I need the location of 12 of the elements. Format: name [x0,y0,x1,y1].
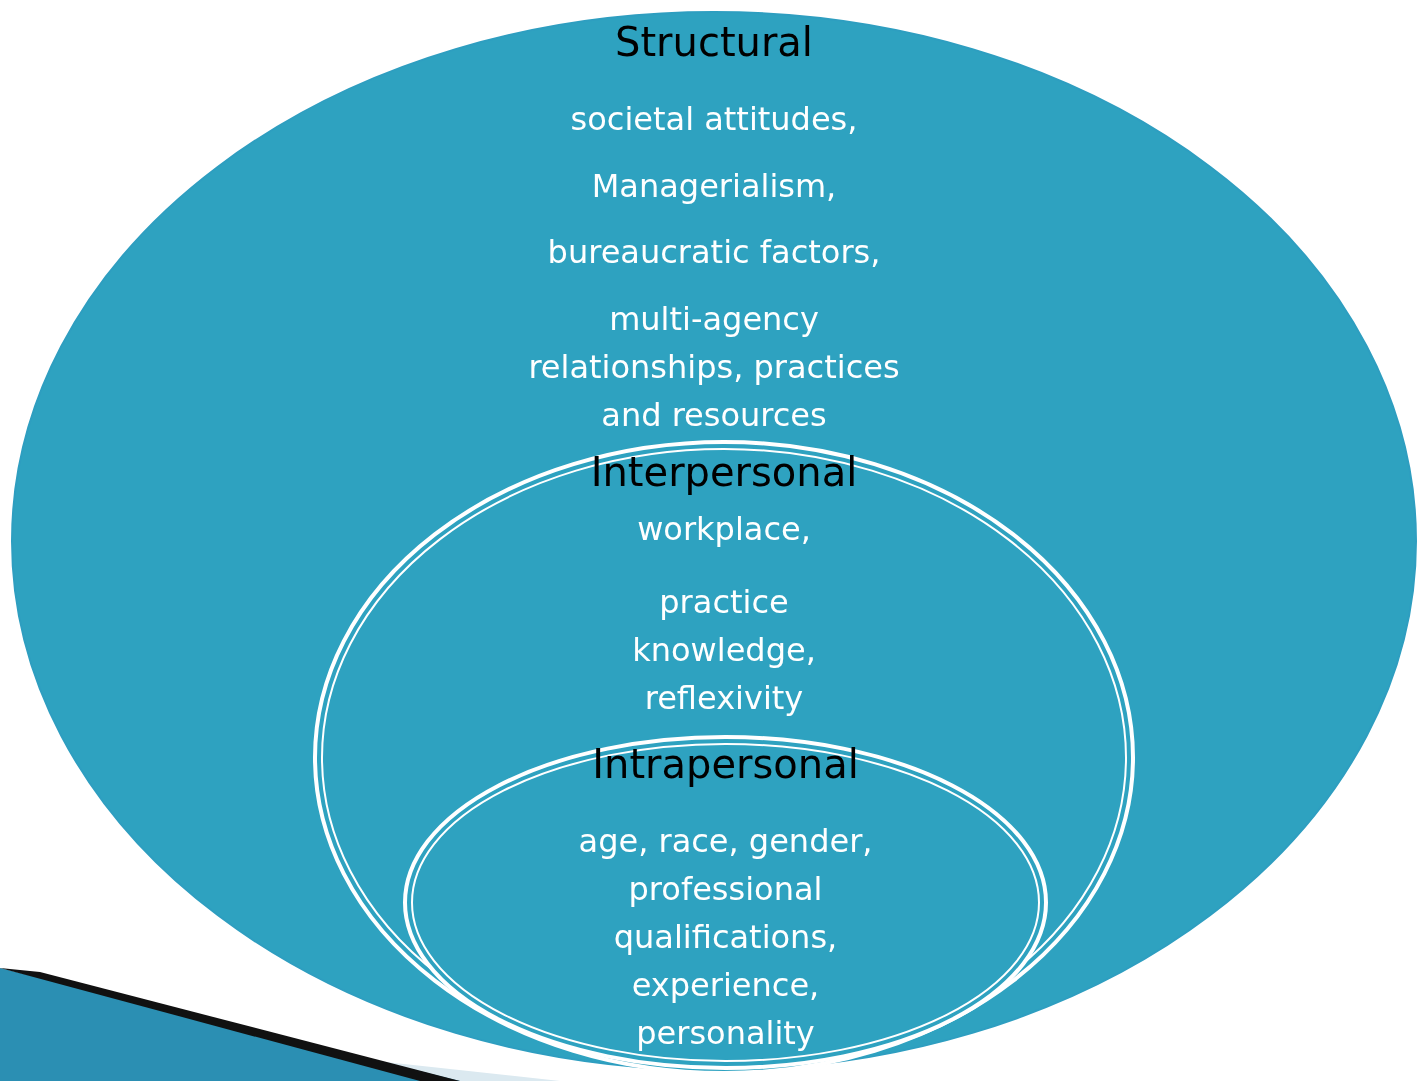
layer-text: practice knowledge, reflexivity [631,582,817,719]
layer-text: multi-agency relationships, practices and resources [527,299,901,436]
outer-ellipse [10,10,1418,1072]
layer-text: age, race, gender, professional qualifications, experience, personality [577,821,874,1054]
layer-text: workplace, [636,509,812,550]
layer-title: Interpersonal [589,448,859,496]
layer-text: Managerialism, [590,166,838,207]
layer-text: bureaucratic factors, [546,232,882,273]
layer-text: societal attitudes, [569,99,859,140]
inner-ellipse [403,735,1048,1070]
layer-title: Structural [614,18,814,66]
layer-title: Intrapersonal [591,740,860,788]
